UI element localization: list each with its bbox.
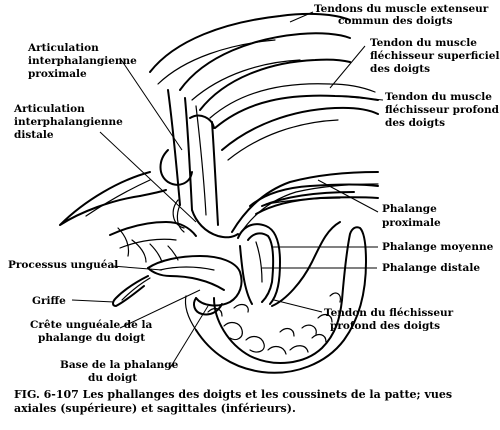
label-distal-phalanx: Phalange distale: [382, 262, 480, 274]
label-ungual-crest: Crête unguéale de la phalange du doigt: [30, 319, 156, 344]
leader-lines: [71, 11, 384, 369]
sagittal-digit-drawing: [184, 171, 379, 374]
figure-caption: FIG. 6-107 Les phallanges des doigts et …: [14, 388, 453, 415]
label-flexor-superficial-tendon: Tendon du muscle fléchisseur superficiel…: [370, 37, 500, 75]
label-extensor-tendon: Tendons du muscle extenseur commun des d…: [314, 3, 492, 27]
label-deep-flexor-tendon: Tendon du fléchisseur profond des doigts: [324, 307, 457, 332]
label-claw: Griffe: [32, 295, 66, 307]
sagittal-claw-drawing: [112, 255, 243, 316]
label-ungual-process: Processus unguéal: [8, 259, 118, 271]
label-proximal-phalanx: Phalange proximale: [382, 203, 441, 229]
upper-paw-drawing: [59, 12, 379, 263]
diagram-labels: Tendons du muscle extenseur commun des d…: [8, 3, 500, 384]
label-middle-phalanx: Phalange moyenne: [382, 241, 494, 253]
label-proximal-interphalangeal-joint: Articulation interphalangienne proximale: [27, 42, 141, 80]
label-phalanx-base: Base de la phalange du doigt: [60, 359, 182, 384]
label-distal-interphalangeal-joint: Articulation interphalangienne distale: [13, 103, 127, 141]
label-flexor-profound-tendon: Tendon du muscle fléchisseur profond des…: [385, 91, 500, 129]
